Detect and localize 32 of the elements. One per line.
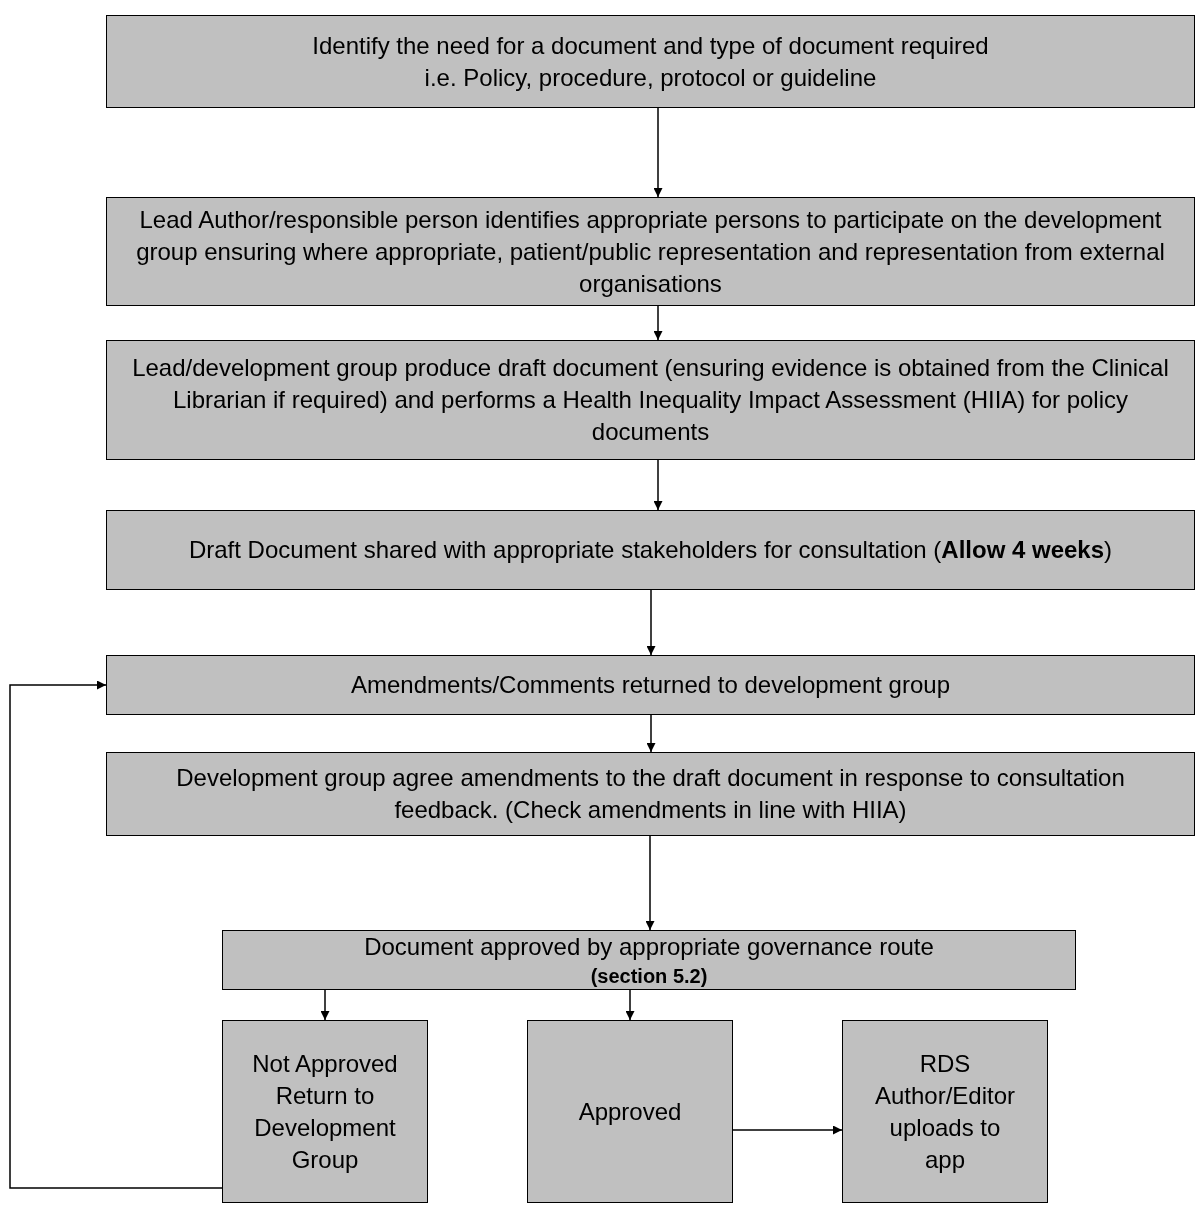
box-text: Approved xyxy=(578,1096,682,1127)
box-text: (section 5.2) xyxy=(590,964,708,989)
box-text: Draft Document shared with appropriate stakeholders for consultation (Allow 4 weeks) xyxy=(188,535,1113,565)
process-box xyxy=(106,510,1195,590)
process-box xyxy=(222,930,1076,990)
arrow xyxy=(653,305,663,341)
process-box xyxy=(842,1020,1048,1203)
box-text: Lead/development group produce draft document (ensuring evidence is obtained from the Clinical Librarian if required) and performs a Health Inequality Impact Assessment (HIIA) for policy documents xyxy=(131,353,1170,447)
process-box xyxy=(106,752,1195,836)
arrow xyxy=(9,680,223,1189)
process-box xyxy=(106,340,1195,460)
process-box xyxy=(106,15,1195,108)
box-text: i.e. Policy, procedure, protocol or guideline xyxy=(424,62,877,93)
arrow xyxy=(646,589,656,656)
arrow xyxy=(320,989,330,1021)
process-box xyxy=(222,1020,428,1203)
box-text: Document approved by appropriate governance route xyxy=(364,932,934,962)
process-box xyxy=(106,197,1195,306)
box-text: RDS Author/Editor uploads to app xyxy=(873,1048,1017,1175)
arrow xyxy=(732,1125,843,1135)
arrow xyxy=(625,989,635,1021)
arrow xyxy=(653,459,663,511)
box-text: Amendments/Comments returned to development group xyxy=(351,670,950,700)
process-box xyxy=(527,1020,733,1203)
process-box xyxy=(106,655,1195,715)
box-text: Not Approved Return to Development Group xyxy=(251,1048,399,1175)
arrow xyxy=(645,835,655,931)
arrow xyxy=(646,714,656,753)
box-text: Identify the need for a document and type of document required xyxy=(312,30,989,61)
arrow xyxy=(653,107,663,198)
box-text: Development group agree amendments to the draft document in response to consultation feedback. (Check amendments in line with HIIA) xyxy=(175,763,1126,825)
box-text: Lead Author/responsible person identifies appropriate persons to participate on the development group ensuring where appropriate, patient/public representation and representation from external organisations xyxy=(135,204,1166,299)
